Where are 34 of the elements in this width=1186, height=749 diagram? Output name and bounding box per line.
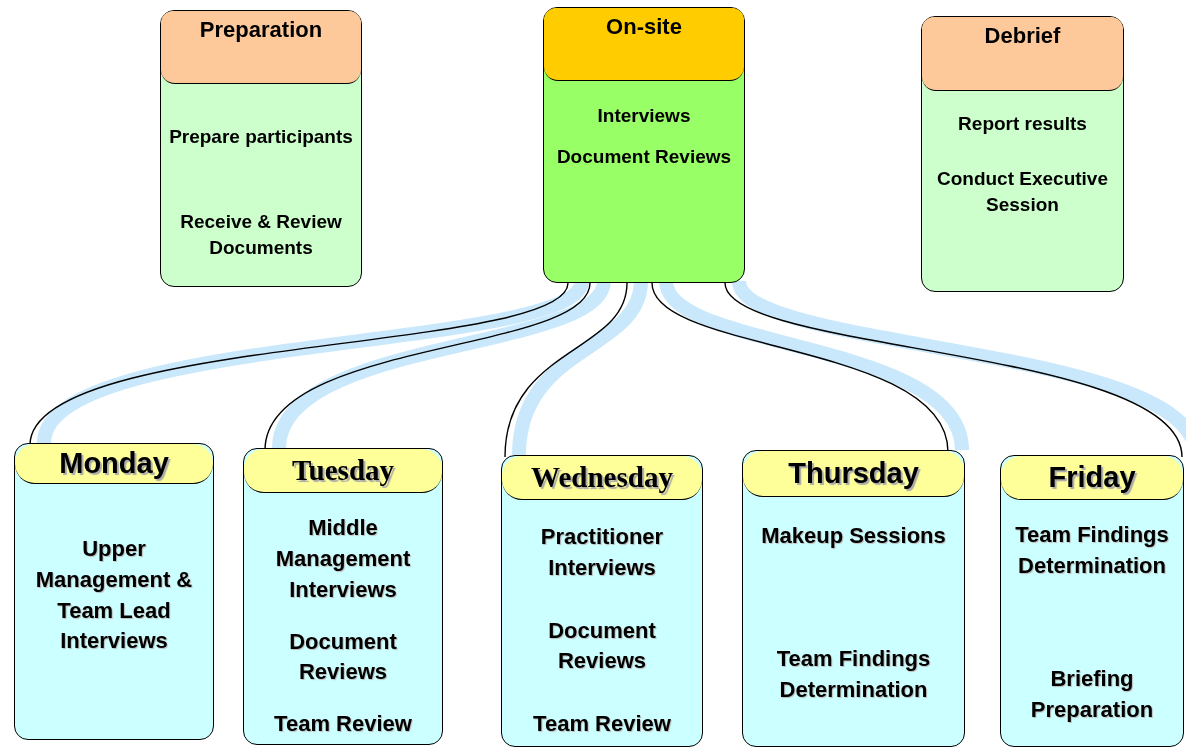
card-text: Upper Management & Team Lead Interviews	[34, 535, 194, 656]
card-title: Preparation	[199, 17, 323, 43]
card-title: Friday	[1048, 461, 1136, 494]
card-text: Team Review	[533, 710, 671, 739]
card-text: Document Reviews	[556, 144, 732, 169]
card-text: Report results	[958, 112, 1087, 136]
card-title: Thursday	[788, 457, 919, 490]
card-title: Monday	[59, 447, 169, 480]
schedule-card	[14, 443, 214, 740]
card-title: Debrief	[984, 23, 1061, 49]
schedule-card	[742, 450, 965, 747]
card-text: Makeup Sessions	[761, 522, 946, 550]
card-text: Middle Management Interviews	[274, 514, 412, 604]
card-title: Wednesday	[531, 461, 673, 494]
connector-line	[504, 282, 628, 458]
card-title: On-site	[606, 14, 682, 40]
card-title: Tuesday	[291, 454, 395, 487]
card-text: Document Reviews	[288, 627, 398, 687]
schedule-card	[501, 455, 703, 747]
schedule-card	[160, 10, 362, 287]
schedule-card	[921, 16, 1124, 292]
card-text: Team Findings Determination	[775, 645, 932, 705]
card-text: Practitioner Interviews	[539, 523, 665, 582]
card-text: Document Reviews	[547, 616, 657, 676]
card-text: Team Findings Determination	[1014, 521, 1170, 580]
card-text: Interviews	[597, 104, 691, 128]
schedule-card	[543, 7, 745, 283]
card-text: Conduct Executive Session	[935, 166, 1109, 218]
card-text: Briefing Preparation	[1029, 665, 1155, 725]
schedule-card	[1000, 455, 1184, 747]
schedule-card	[243, 448, 443, 745]
card-text: Receive & Review Documents	[179, 209, 343, 261]
card-text: Team Review	[274, 710, 412, 739]
card-text: Prepare participants	[169, 125, 353, 149]
